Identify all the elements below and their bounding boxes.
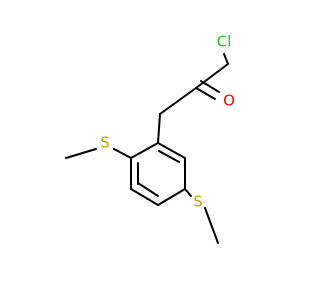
bond-co-ch2	[159, 87, 197, 115]
atom-label-sulfur-top: S	[100, 134, 110, 152]
bond-ch2-ring	[157, 113, 161, 144]
bond-s-bottom-methyl	[204, 207, 219, 244]
atom-label-sulfur-bottom: S	[193, 193, 203, 211]
atom-label-oxygen: O	[223, 92, 235, 110]
ring-inner-1	[158, 150, 180, 163]
ring-bond-6	[157, 142, 186, 159]
bond-co-double-1	[195, 87, 216, 100]
structure-canvas: Cl O S S	[65, 32, 235, 244]
bond-ring-s-bottom	[184, 188, 192, 197]
bond-co-double-2	[200, 80, 220, 93]
ring-inner-2	[137, 182, 159, 197]
ring-bond-3	[130, 188, 159, 206]
atom-label-chlorine: Cl	[217, 33, 232, 51]
bond-ring-s-top	[113, 148, 132, 159]
ring-bond-1	[130, 142, 159, 159]
bond-ch2-co	[195, 63, 229, 89]
molecule-structure: Cl O S S	[65, 33, 235, 244]
ring-bond-4	[157, 188, 186, 206]
bond-cl-ch2	[223, 53, 229, 65]
bond-s-top-methyl	[65, 148, 97, 159]
